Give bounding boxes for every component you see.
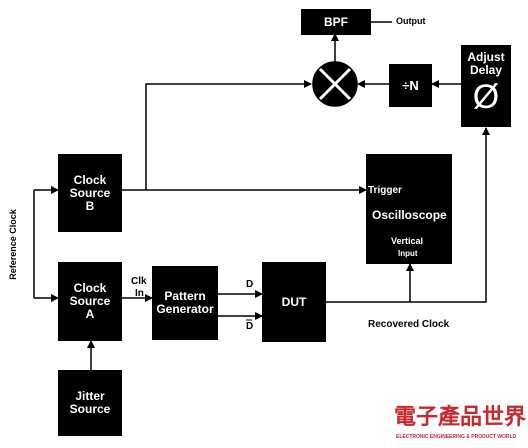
clock-a-line1: Clock bbox=[73, 281, 107, 295]
adjust-delay-line1: Adjust bbox=[467, 50, 505, 64]
reference-clock-label: Reference Clock bbox=[7, 209, 18, 280]
pattern-line1: Pattern bbox=[164, 289, 206, 303]
output-label: Output bbox=[396, 16, 426, 26]
pattern-line2: Generator bbox=[156, 302, 214, 316]
clock-source-a-block: Clock Source A bbox=[58, 262, 122, 341]
bpf-block: BPF bbox=[301, 9, 371, 35]
clk-in-label-line2: In bbox=[135, 288, 144, 299]
d-label: D bbox=[246, 279, 254, 290]
jitter-line1: Jitter bbox=[75, 389, 105, 403]
divide-by-n-label: ÷N bbox=[402, 78, 419, 93]
adjust-delay-block: Adjust Delay Ø bbox=[461, 45, 511, 127]
jitter-source-block: Jitter Source bbox=[58, 370, 122, 436]
scope-title: Oscilloscope bbox=[372, 208, 447, 222]
scope-vertical-label: Vertical bbox=[391, 236, 424, 246]
dut-block: DUT bbox=[262, 262, 326, 342]
jitter-line2: Source bbox=[69, 402, 111, 416]
clock-source-b-block: Clock Source B bbox=[58, 154, 122, 232]
scope-trigger-label: Trigger bbox=[368, 185, 402, 196]
watermark-chinese: 電子產品世界 bbox=[394, 405, 527, 430]
clock-b-line2: Source bbox=[69, 185, 111, 200]
clk-in-label-line1: Clk bbox=[131, 276, 147, 287]
dut-label: DUT bbox=[281, 294, 307, 309]
scope-input-label: Input bbox=[398, 249, 418, 258]
adjust-delay-line2: Delay bbox=[469, 63, 503, 77]
clock-a-line3: A bbox=[85, 307, 95, 321]
clock-b-to-mixer-line bbox=[145, 80, 312, 190]
recovered-clock-label: Recovered Clock bbox=[368, 319, 450, 330]
clock-b-line3: B bbox=[85, 198, 95, 213]
divide-by-n-block: ÷N bbox=[389, 64, 432, 107]
d-bar-label: D bbox=[246, 321, 254, 332]
pattern-generator-block: Pattern Generator bbox=[152, 266, 218, 340]
mixer-cross-b bbox=[318, 67, 352, 101]
clock-b-line1: Clock bbox=[73, 172, 107, 187]
phase-symbol: Ø bbox=[472, 78, 500, 116]
bpf-label: BPF bbox=[324, 14, 348, 29]
oscilloscope-block bbox=[366, 154, 452, 264]
watermark-english: ELECTRONIC ENGINEERING & PRODUCT WORLD bbox=[396, 434, 517, 440]
recovered-clock-line bbox=[326, 127, 490, 303]
clock-a-line2: Source bbox=[69, 294, 111, 308]
